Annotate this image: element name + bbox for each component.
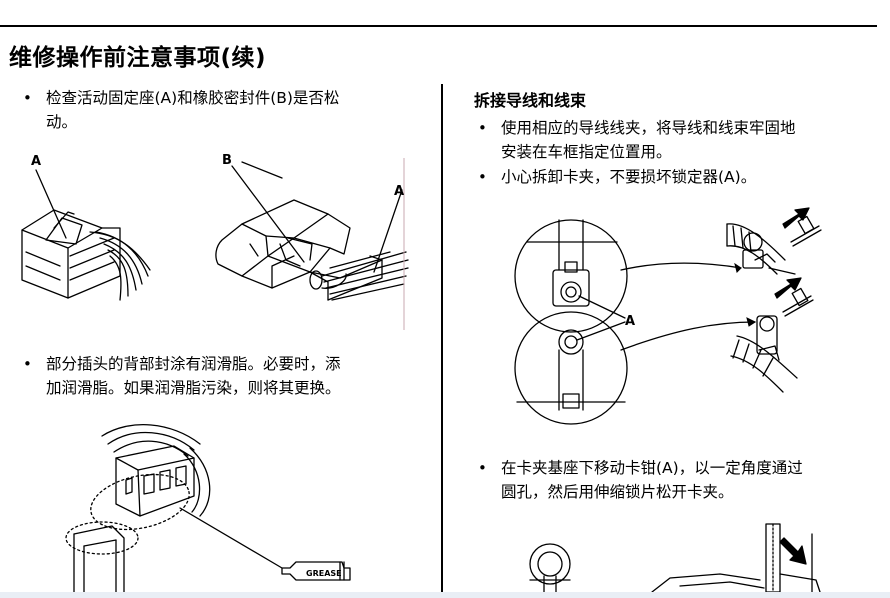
header-rule <box>0 25 877 27</box>
bullet-item: • 部分插头的背部封涂有润滑脂。必要时，添 加润滑脂。如果润滑脂污染，则将其更换… <box>23 352 433 402</box>
bullet-text-line: 使用相应的导线线夹，将导线和线束牢固地 <box>501 119 796 137</box>
callout-label: A <box>394 184 404 199</box>
bullet-dot-icon: • <box>478 459 487 477</box>
bullet-item: • 使用相应的导线线夹，将导线和线束牢固地 安装在车框指定位置用。 <box>478 116 878 166</box>
bullet-dot-icon: • <box>478 168 487 186</box>
bullet-text-line: 部分插头的背部封涂有润滑脂。必要时，添 <box>46 355 341 373</box>
callout-label: A <box>31 154 41 169</box>
column-divider <box>441 84 443 598</box>
bullet-text-line: 检查活动固定座(A)和橡胶密封件(B)是否松 <box>46 89 340 107</box>
bullet-text-line: 圆孔，然后用伸缩锁片松开卡夹。 <box>501 483 734 501</box>
page-bottom-strip <box>0 592 890 598</box>
bullet-text-line: 小心拆卸卡夹，不要损坏锁定器(A)。 <box>501 168 757 186</box>
section-heading: 拆接导线和线束 <box>474 91 587 110</box>
bullet-text-line: 在卡夹基座下移动卡钳(A)，以一定角度通过 <box>501 459 803 477</box>
connector-lock-seal-illustration: A B A <box>21 153 409 330</box>
clip-lock-removal-illustration: A <box>514 207 822 425</box>
bullet-dot-icon: • <box>23 355 32 373</box>
bullet-item: • 在卡夹基座下移动卡钳(A)，以一定角度通过 圆孔，然后用伸缩锁片松开卡夹。 <box>478 456 878 506</box>
bullet-dot-icon: • <box>478 119 487 137</box>
page-title: 维修操作前注意事项(续) <box>9 45 267 71</box>
clip-plier-illustration <box>529 523 821 593</box>
bullet-item: • 检查活动固定座(A)和橡胶密封件(B)是否松 动。 <box>23 86 433 136</box>
callout-label: B <box>222 153 232 168</box>
bullet-text-line: 安装在车框指定位置用。 <box>501 143 672 161</box>
grease-tube-label: GREASE <box>306 569 342 578</box>
callout-label: A <box>625 314 635 329</box>
bullet-dot-icon: • <box>23 89 32 107</box>
bullet-text-line: 加润滑脂。如果润滑脂污染，则将其更换。 <box>46 379 341 397</box>
bullet-text-line: 动。 <box>46 113 78 131</box>
greased-connector-illustration: GREASE <box>65 424 351 593</box>
bullet-item: • 小心拆卸卡夹，不要损坏锁定器(A)。 <box>478 165 878 191</box>
